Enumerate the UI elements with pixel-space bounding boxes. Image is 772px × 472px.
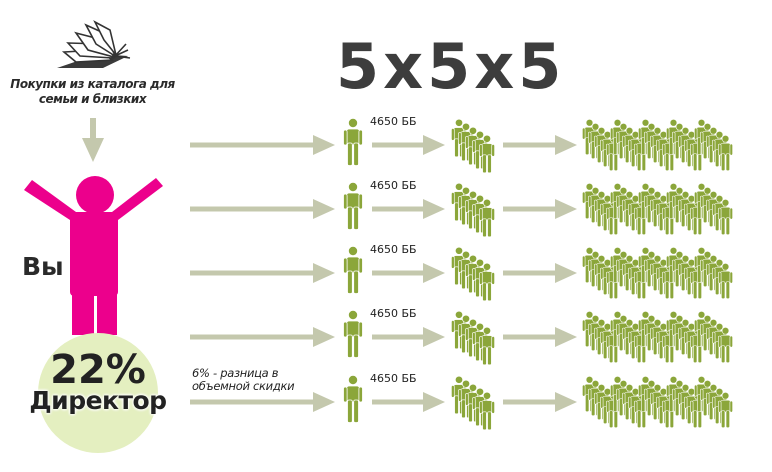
discount-note: 6% - разница в объемной скидки (192, 366, 295, 393)
group-of-5 (451, 182, 495, 238)
arrow-to-partner (190, 263, 335, 283)
discount-note-line1: 6% - разница в (192, 366, 279, 380)
crowd-of-25 (582, 182, 733, 236)
crowd-of-25 (582, 118, 733, 172)
arrow-to-crowd (503, 327, 577, 347)
rank-label: Директор (29, 386, 167, 415)
rank-circle (38, 333, 158, 453)
you-person-figure (24, 176, 163, 335)
arrow-to-group (372, 392, 445, 412)
catalog-caption-line1: Покупки из каталога для (10, 77, 175, 91)
arrow-to-crowd (503, 199, 577, 219)
downline-row (343, 118, 363, 166)
discount-note-line2: объемной скидки (192, 379, 295, 393)
group-of-5 (451, 246, 495, 302)
partner-person-icon (343, 118, 363, 166)
points-label: 4650 ББ (370, 307, 417, 320)
partner-person-icon (343, 310, 363, 358)
crowd-of-25 (582, 310, 733, 364)
partner-person-icon (343, 375, 363, 423)
partner-person-icon (343, 182, 363, 230)
arrow-to-crowd (503, 135, 577, 155)
down-arrow (82, 118, 104, 162)
arrow-to-crowd (503, 392, 577, 412)
arrow-to-group (372, 199, 445, 219)
group-of-5 (451, 118, 495, 174)
catalog-caption: Покупки из каталога для семьи и близких (10, 77, 175, 107)
discount-percent: 22% (50, 347, 146, 393)
points-label: 4650 ББ (370, 179, 417, 192)
arrow-to-partner (190, 327, 335, 347)
arrow-to-group (372, 135, 445, 155)
downline-row (343, 182, 363, 230)
arrow-to-crowd (503, 263, 577, 283)
downline-row (343, 375, 363, 423)
page-title: 5x5x5 (336, 30, 566, 103)
downline-row (343, 310, 363, 358)
arrow-to-group (372, 327, 445, 347)
you-label: Вы (22, 252, 64, 281)
arrow-to-partner (190, 392, 335, 412)
points-label: 4650 ББ (370, 243, 417, 256)
arrow-to-group (372, 263, 445, 283)
catalog-caption-line2: семьи и близких (38, 92, 147, 106)
points-label: 4650 ББ (370, 115, 417, 128)
arrow-to-partner (190, 135, 335, 155)
open-book-icon (57, 20, 131, 68)
group-of-5 (451, 310, 495, 366)
group-of-5 (451, 375, 495, 431)
points-label: 4650 ББ (370, 372, 417, 385)
crowd-of-25 (582, 375, 733, 429)
partner-person-icon (343, 246, 363, 294)
downline-row (343, 246, 363, 294)
arrow-to-partner (190, 199, 335, 219)
crowd-of-25 (582, 246, 733, 300)
